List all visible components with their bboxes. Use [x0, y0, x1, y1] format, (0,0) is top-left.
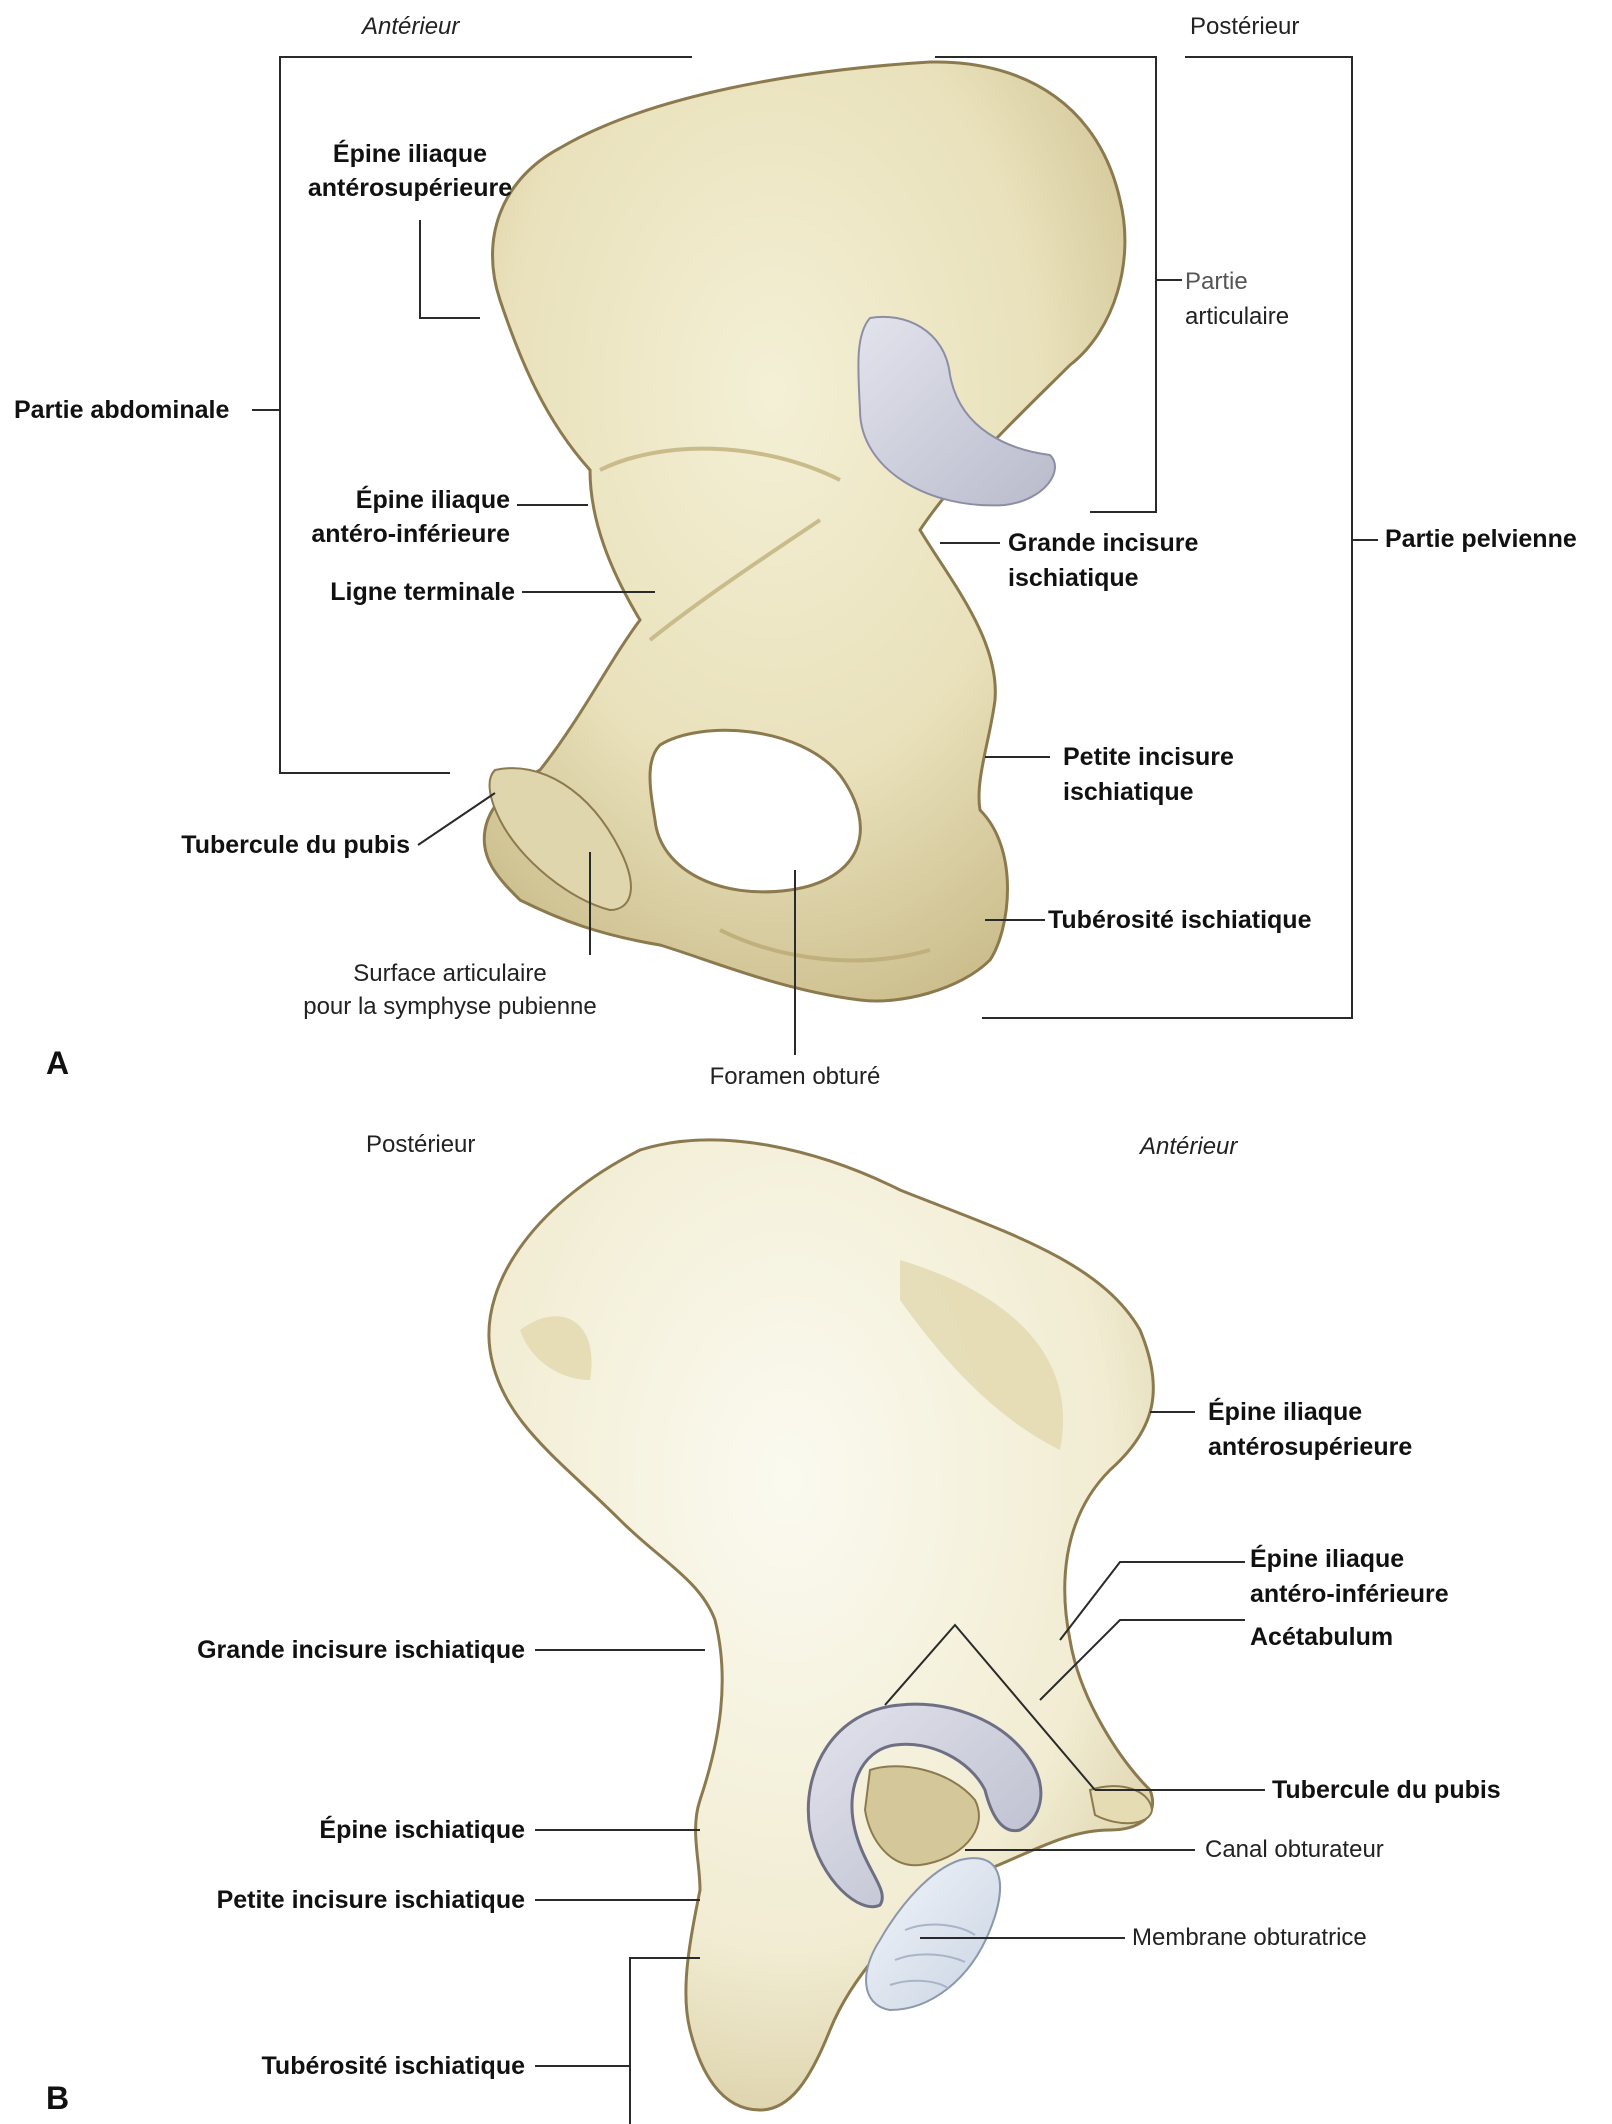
panel-a-symphysis-label-1: Surface articulaire [270, 957, 630, 991]
panel-b-asis-label-2: antérosupérieure [1208, 1430, 1412, 1464]
panel-a-anterior-label: Antérieur [362, 10, 459, 44]
panel-a-ischial-tuberosity-label: Tubérosité ischiatique [1048, 903, 1311, 937]
panel-a-greater-sciatic-notch-label-2: ischiatique [1008, 561, 1139, 595]
panel-a-asis-label-2: antérosupérieure [290, 171, 530, 205]
panel-a-obturator-foramen-label: Foramen obturé [680, 1060, 910, 1094]
panel-a-pubic-tubercle-label: Tubercule du pubis [150, 828, 410, 862]
panel-b-posterior-label: Postérieur [366, 1128, 475, 1162]
panel-a-greater-sciatic-notch-label-1: Grande incisure [1008, 526, 1198, 560]
panel-b-asis-label-1: Épine iliaque [1208, 1395, 1362, 1429]
panel-a-pelvic-part-label: Partie pelvienne [1385, 522, 1577, 556]
panel-b-obturator-canal-label: Canal obturateur [1205, 1833, 1384, 1867]
panel-a-lesser-sciatic-notch-label-1: Petite incisure [1063, 740, 1234, 774]
panel-a-aiis-label-2: antéro-inférieure [280, 517, 510, 551]
panel-b-lesser-sciatic-notch-label: Petite incisure ischiatique [150, 1883, 525, 1917]
panel-b-hip-bone [489, 1140, 1153, 2110]
panel-b-obturator-membrane-label: Membrane obturatrice [1132, 1921, 1367, 1955]
panel-a-aiis-label-1: Épine iliaque [310, 483, 510, 517]
panel-a-asis-label-1: Épine iliaque [290, 137, 530, 171]
panel-b-aiis-label-2: antéro-inférieure [1250, 1577, 1449, 1611]
panel-a-posterior-label: Postérieur [1190, 10, 1299, 44]
panel-a-lesser-sciatic-notch-label-2: ischiatique [1063, 775, 1194, 809]
panel-b-anterior-label: Antérieur [1140, 1130, 1237, 1164]
panel-a-letter: A [46, 1045, 69, 1082]
panel-a-symphysis-label-2: pour la symphyse pubienne [270, 990, 630, 1024]
panel-b-aiis-label-1: Épine iliaque [1250, 1542, 1404, 1576]
panel-a-articular-part-label-2: articulaire [1185, 300, 1289, 334]
panel-a-articular-part-label-1: Partie [1185, 265, 1248, 299]
panel-a-linea-terminalis-label: Ligne terminale [300, 575, 515, 609]
panel-b-greater-sciatic-notch-label: Grande incisure ischiatique [140, 1633, 525, 1667]
panel-a-abdominal-part-label: Partie abdominale [14, 393, 229, 427]
panel-b-letter: B [46, 2080, 69, 2117]
panel-b-ischial-spine-label: Épine ischiatique [240, 1813, 525, 1847]
panel-b-ischial-tuberosity-label: Tubérosité ischiatique [200, 2049, 525, 2083]
panel-b-acetabulum-label: Acétabulum [1250, 1620, 1393, 1654]
panel-b-pubic-tubercle-label: Tubercule du pubis [1272, 1773, 1501, 1807]
